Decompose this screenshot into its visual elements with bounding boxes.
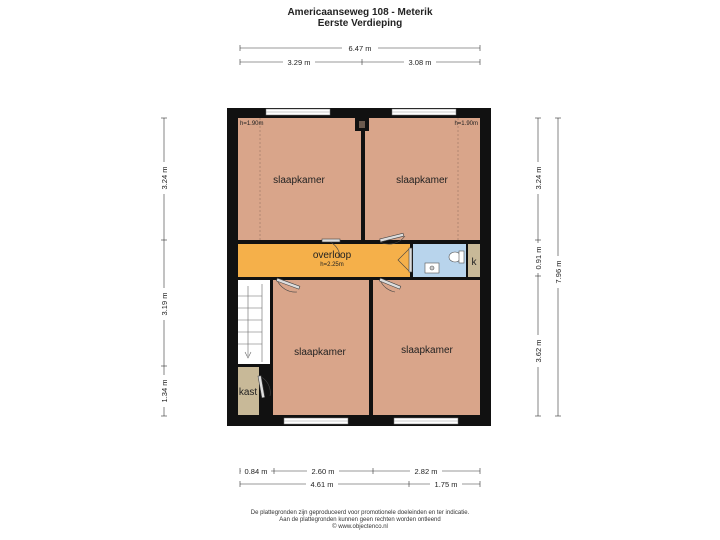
dim-right-1: 3.24 m bbox=[534, 167, 543, 190]
dim-top-right: 3.08 m bbox=[409, 58, 432, 67]
dim-right-3: 3.62 m bbox=[534, 340, 543, 363]
dim-top-total: 6.47 m bbox=[349, 44, 372, 53]
room-bedroom-bottom-right bbox=[373, 280, 480, 415]
label-bedroom-top-right: slaapkamer bbox=[396, 175, 448, 186]
disclaimer-line-1: De plattegronden zijn geproduceerd voor … bbox=[250, 510, 470, 516]
disclaimer-line-2: Aan de plattegronden kunnen geen rechten… bbox=[279, 517, 441, 523]
dim-bottom-b1: 4.61 m bbox=[311, 480, 334, 489]
bathroom-fixtures bbox=[424, 250, 465, 274]
dim-bottom-a2: 2.60 m bbox=[312, 467, 335, 476]
slope-lines bbox=[259, 118, 459, 240]
room-bedroom-top-left bbox=[238, 118, 361, 240]
label-bedroom-bottom-right: slaapkamer bbox=[401, 345, 453, 356]
doors bbox=[257, 232, 413, 399]
dim-right-2: 0.91 m bbox=[534, 247, 543, 270]
staircase bbox=[238, 284, 263, 362]
label-k: k bbox=[472, 257, 478, 268]
dim-bottom-b2: 1.75 m bbox=[435, 480, 458, 489]
dim-bottom-a3: 2.82 m bbox=[415, 467, 438, 476]
room-bedroom-bottom-left bbox=[273, 280, 369, 415]
dim-left-3: 1.34 m bbox=[160, 380, 169, 403]
label-bedroom-bottom-left: slaapkamer bbox=[294, 347, 346, 358]
dim-top-left: 3.29 m bbox=[288, 58, 311, 67]
room-landing bbox=[238, 244, 410, 277]
label-bedroom-top-left: slaapkamer bbox=[273, 175, 325, 186]
room-closet bbox=[238, 367, 259, 415]
dim-right-total: 7.96 m bbox=[554, 261, 563, 284]
label-height-left: h=1.90m bbox=[240, 121, 264, 127]
dim-bottom-a1: 0.84 m bbox=[245, 467, 268, 476]
label-landing-height: h=2.25m bbox=[320, 262, 344, 268]
room-k bbox=[468, 244, 480, 277]
label-landing: overloop bbox=[313, 250, 352, 261]
label-closet: kast bbox=[239, 387, 258, 398]
stairwell bbox=[238, 280, 270, 364]
dim-left-1: 3.24 m bbox=[160, 167, 169, 190]
floor-name: Eerste Verdieping bbox=[317, 18, 403, 29]
room-bedroom-top-right bbox=[365, 118, 480, 240]
dim-left-2: 3.19 m bbox=[160, 293, 169, 316]
label-height-right: h=1.90m bbox=[454, 121, 478, 127]
plan-title: Americaanseweg 108 - Meterik bbox=[287, 7, 433, 18]
copyright: © www.objectenco.nl bbox=[332, 524, 388, 530]
